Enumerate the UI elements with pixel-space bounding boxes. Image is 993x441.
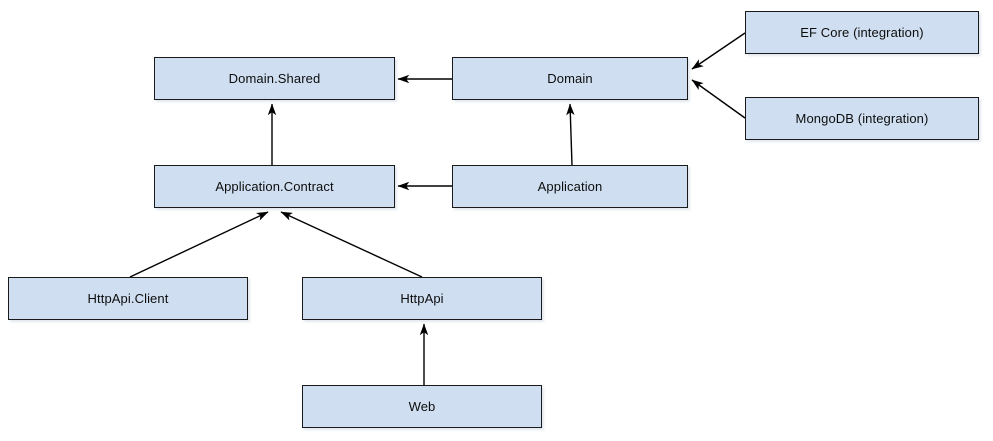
node-label: Application bbox=[537, 179, 603, 194]
edge-application-to-domain bbox=[566, 103, 575, 166]
node-label: Application.Contract bbox=[215, 179, 334, 194]
edge-httpapi-client-to-application-contract bbox=[129, 211, 269, 278]
node-httpapi-client[interactable]: HttpApi.Client bbox=[8, 277, 248, 320]
node-label: MongoDB (integration) bbox=[795, 111, 929, 126]
node-domain-shared[interactable]: Domain.Shared bbox=[154, 57, 395, 100]
node-ef-core-integration[interactable]: EF Core (integration) bbox=[745, 11, 979, 54]
node-domain[interactable]: Domain bbox=[452, 57, 688, 100]
node-label: HttpApi.Client bbox=[87, 291, 169, 306]
node-label: Domain.Shared bbox=[228, 71, 321, 86]
node-web[interactable]: Web bbox=[302, 385, 542, 428]
edge-ef-core-to-domain bbox=[691, 32, 746, 70]
node-label: Web bbox=[408, 399, 436, 414]
node-application[interactable]: Application bbox=[452, 165, 688, 208]
edge-mongodb-to-domain bbox=[691, 79, 746, 119]
node-label: HttpApi bbox=[400, 291, 444, 306]
node-label: EF Core (integration) bbox=[800, 25, 924, 40]
node-application-contract[interactable]: Application.Contract bbox=[154, 165, 395, 208]
node-label: Domain bbox=[547, 71, 593, 86]
node-mongodb-integration[interactable]: MongoDB (integration) bbox=[745, 97, 979, 140]
edge-httpapi-to-application-contract bbox=[280, 211, 423, 278]
node-httpapi[interactable]: HttpApi bbox=[302, 277, 542, 320]
